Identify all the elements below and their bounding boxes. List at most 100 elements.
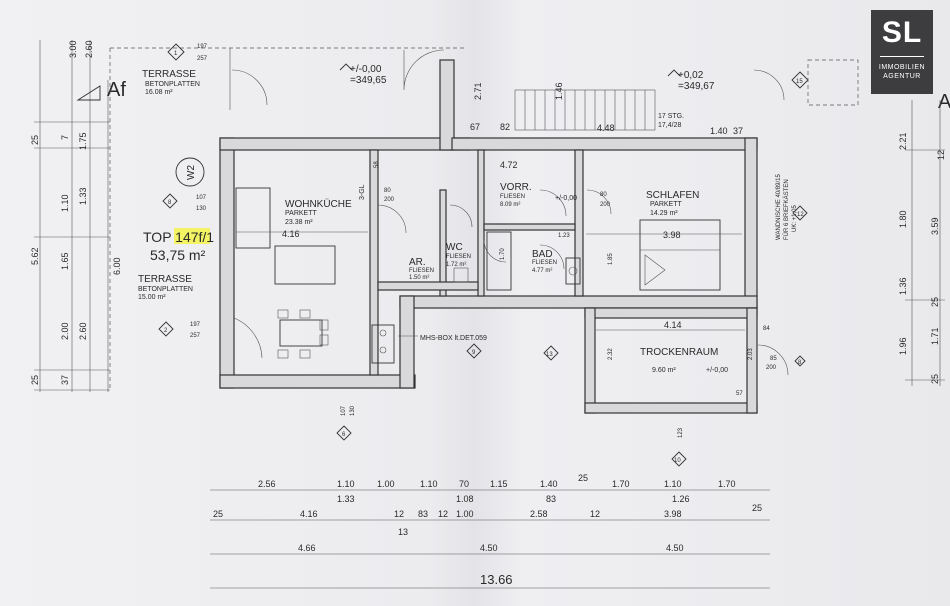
note-gl: 3-GL [359, 184, 366, 200]
marker-8-right: 8 [794, 355, 806, 367]
dim-right-12: 12 [936, 150, 946, 160]
dim-top-271: 2.71 [473, 82, 483, 100]
opening-200-c: 200 [766, 365, 777, 371]
opening-84: 84 [763, 326, 770, 332]
note-niche-3: UK: +1,05 [792, 204, 798, 232]
dim-row-2: 25 4.16 12 83 12 1.00 2.58 12 3.98 25 [213, 503, 762, 519]
terrace-top-name: TERRASSE [142, 69, 196, 80]
dim-top-140: 1.40 [710, 126, 728, 136]
niche-outline [807, 59, 859, 106]
room-wohnkueche-width: 4.16 [282, 229, 300, 239]
logo-line-1: IMMOBILIEN [878, 64, 926, 71]
svg-text:1.33: 1.33 [337, 494, 355, 504]
opening-185: 1.85 [608, 253, 614, 265]
opening-123: 1.23 [558, 233, 570, 239]
walls [219, 59, 758, 414]
terrace-top-area: 16.08 m² [145, 89, 173, 96]
opening-107-left: 107 [196, 195, 207, 201]
svg-text:4.66: 4.66 [298, 543, 316, 553]
marker-15: 15 [791, 71, 809, 89]
dim-left-37: 37 [60, 375, 70, 385]
room-vorr-area: 8.09 m² [500, 202, 520, 208]
room-schlafen-floor: PARKETT [650, 201, 682, 208]
opening-58: 58 [374, 161, 380, 168]
dim-left-200: 2.00 [60, 322, 70, 340]
unit-top-number: TOP 147f/1 [143, 229, 214, 245]
svg-text:3.98: 3.98 [664, 509, 682, 519]
dim-right-171: 1.71 [930, 327, 940, 345]
terrace-left-area: 15.00 m² [138, 294, 166, 301]
svg-text:12: 12 [438, 509, 448, 519]
svg-text:2.58: 2.58 [530, 509, 548, 519]
dim-total: 13.66 [480, 572, 513, 587]
right-dimension-lines [905, 100, 945, 386]
svg-text:1.40: 1.40 [540, 479, 558, 489]
dim-top-82: 82 [500, 122, 510, 132]
room-wohnkueche-name: WOHNKÜCHE [285, 198, 352, 210]
dim-right-196: 1.96 [898, 337, 908, 355]
dim-left-260: 2.60 [78, 322, 88, 340]
terrace-left-floor: BETONPLATTEN [138, 286, 193, 293]
svg-text:25: 25 [213, 509, 223, 519]
room-wohnkueche-floor: PARKETT [285, 210, 317, 217]
svg-text:1.15: 1.15 [490, 479, 508, 489]
elevation-arrow-left [339, 63, 353, 71]
svg-text:70: 70 [459, 479, 469, 489]
room-vorr-floor: FLIESEN [500, 194, 525, 200]
dim-right-25a: 25 [930, 297, 940, 307]
room-trockenraum-name: TROCKENRAUM [640, 347, 718, 358]
dim-right-25b: 25 [930, 374, 940, 384]
opening-232: 2.32 [608, 348, 614, 360]
svg-text:1.08: 1.08 [456, 494, 474, 504]
opening-170: 1.70 [500, 248, 506, 260]
room-schlafen-width: 3.98 [663, 230, 681, 240]
bottom-dimension-lines [210, 489, 770, 589]
svg-text:1.00: 1.00 [377, 479, 395, 489]
terrace-top-floor: BETONPLATTEN [145, 81, 200, 88]
svg-text:25: 25 [578, 473, 588, 483]
opening-200-b: 200 [600, 202, 611, 208]
dim-top-67: 67 [470, 122, 480, 132]
dim-left-175: 1.75 [78, 132, 88, 150]
opening-130-left: 130 [196, 206, 207, 212]
room-bad-area: 4.77 m² [532, 268, 552, 274]
opening-203: 2.03 [748, 348, 754, 360]
dim-row-3: 4.66 4.50 4.50 [298, 543, 684, 553]
room-wc-area: 1.72 m² [446, 262, 466, 268]
stairs-ratio: 17,4/28 [658, 122, 681, 129]
svg-text:9: 9 [472, 350, 476, 356]
marker-w2: W2 [175, 157, 205, 187]
elevation-storage: +/-0,00 [706, 367, 728, 374]
dim-left-600: 6.00 [112, 257, 122, 275]
bath-fixtures [486, 231, 581, 291]
room-ar-name: AR. [409, 257, 426, 268]
svg-text:8: 8 [798, 360, 802, 366]
room-bad-floor: FLIESEN [532, 260, 557, 266]
svg-text:4.50: 4.50 [480, 543, 498, 553]
room-wohnkueche-area: 23.38 m² [285, 219, 313, 226]
svg-text:4.50: 4.50 [666, 543, 684, 553]
marker-6: 6 [336, 425, 352, 441]
dim-left-7: 7 [60, 135, 70, 140]
elevation-arrow-right [667, 69, 681, 77]
opening-257-top: 257 [197, 56, 208, 62]
svg-text:2: 2 [164, 328, 168, 334]
note-niche-2: FÜR 6 BRIEFKÄSTEN [783, 179, 790, 240]
opening-80-a: 80 [384, 188, 391, 194]
room-bad-name: BAD [532, 249, 553, 260]
dim-row-2b: 13 [398, 527, 408, 537]
svg-text:12: 12 [394, 509, 404, 519]
dim-right-136: 1.36 [898, 277, 908, 295]
dim-row-1: 2.56 1.10 1.00 1.10 70 1.15 1.40 25 1.70… [258, 473, 736, 489]
marker-9: 9 [466, 343, 482, 359]
svg-text:1.70: 1.70 [718, 479, 736, 489]
svg-text:1.10: 1.10 [337, 479, 355, 489]
opening-85: 85 [770, 356, 777, 362]
dim-left-562: 5.62 [30, 247, 40, 265]
room-wc-floor: FLIESEN [446, 254, 471, 260]
room-schlafen-name: SCHLAFEN [646, 190, 699, 201]
opening-130-bottom: 130 [350, 405, 356, 416]
elevation-bath: +/-0,00 [555, 195, 577, 202]
svg-text:1.10: 1.10 [664, 479, 682, 489]
room-schlafen-area: 14.29 m² [650, 210, 678, 217]
